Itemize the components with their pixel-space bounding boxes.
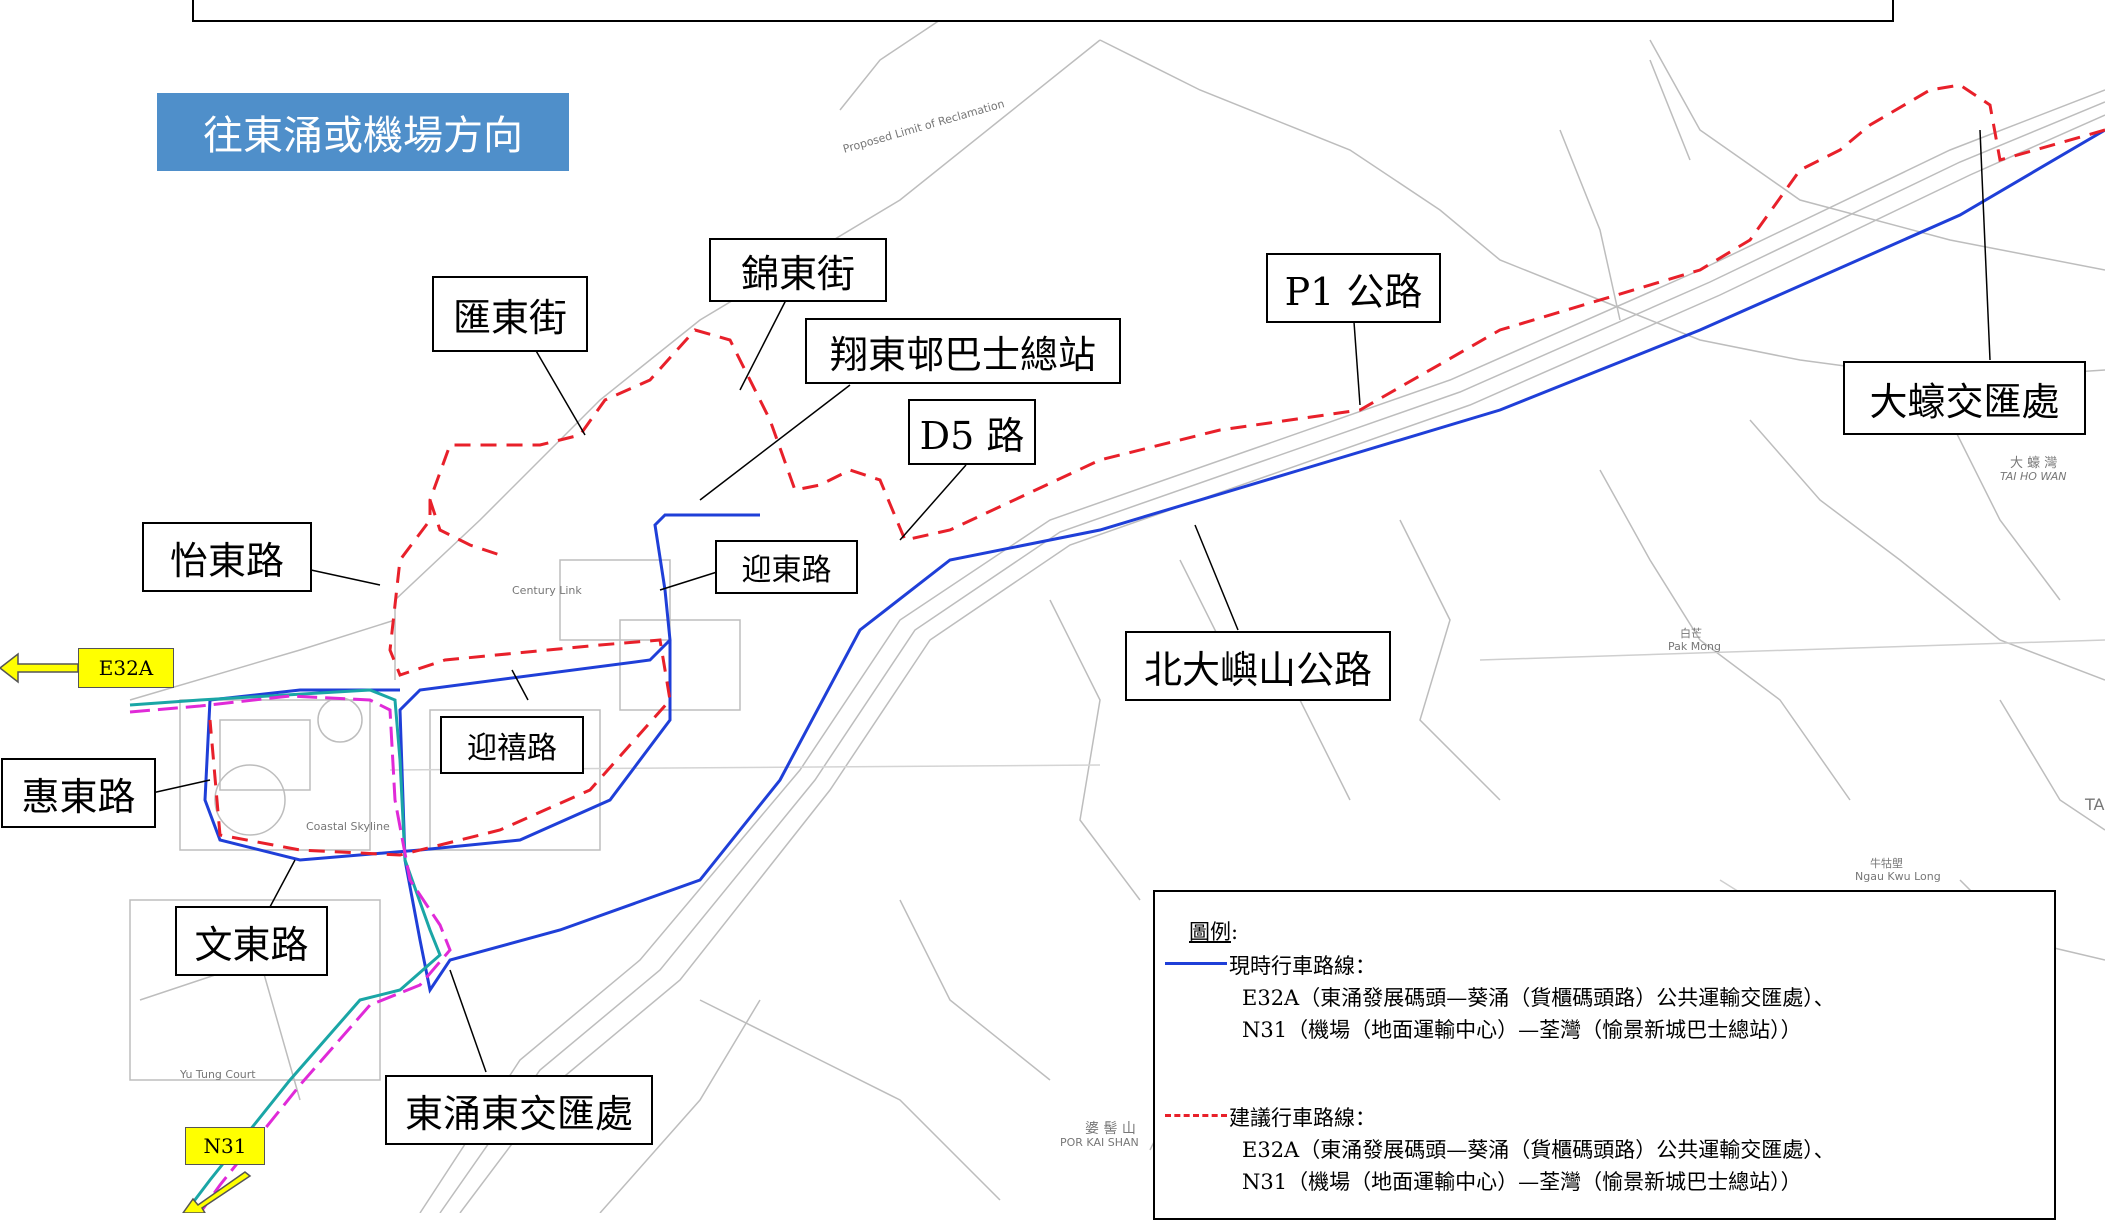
- map-label-ngau-kwu-long-cn: 牛牯塱: [1870, 857, 1903, 870]
- callout-kam-tung-street: 錦東街: [709, 238, 887, 302]
- map-label-century-link: Century Link: [512, 584, 582, 597]
- route-tag-e32a: E32A: [78, 648, 174, 688]
- e32a-arrow-icon: [0, 652, 79, 684]
- map-label-tai-ho-wan-en: TAI HO WAN: [2000, 470, 2067, 483]
- legend-existing-line2: N31（機場（地面運輸中心）—荃灣（愉景新城巴士總站））: [1242, 1018, 1802, 1042]
- callout-yi-tung-road: 怡東路: [142, 522, 312, 592]
- legend-label-proposed: 建議行車路線：: [1229, 1106, 1376, 1130]
- n31-arrow-icon: [182, 1171, 252, 1213]
- direction-banner: 往東涌或機場方向: [157, 93, 569, 171]
- legend: 圖例: 現時行車路線： E32A（東涌發展碼頭—葵涌（貨櫃碼頭路）公共運輸交匯處…: [1153, 890, 2056, 1220]
- callout-north-lantau-highway: 北大嶼山公路: [1125, 631, 1391, 701]
- leader-lines: [151, 129, 1991, 1073]
- teal-route-line: [129, 688, 442, 1213]
- map-label-por-kai-shan-en: POR KAI SHAN: [1060, 1136, 1139, 1149]
- callout-tung-chung-east-interchange: 東涌東交匯處: [385, 1075, 653, 1145]
- magenta-route-line: [129, 694, 452, 1213]
- proposed-route-line: [208, 83, 2105, 857]
- legend-swatch-proposed: [1165, 1114, 1227, 1117]
- map-label-pak-mong-cn: 白芒: [1680, 627, 1702, 640]
- callout-ying-hei-road: 迎禧路: [440, 716, 584, 774]
- map-label-yu-tung-court: Yu Tung Court: [180, 1068, 256, 1081]
- legend-existing-line1: E32A（東涌發展碼頭—葵涌（貨櫃碼頭路）公共運輸交匯處）、: [1242, 986, 1835, 1010]
- route-tag-n31: N31: [185, 1127, 265, 1165]
- map-label-por-kai-shan-cn: 婆 髻 山: [1085, 1121, 1136, 1137]
- legend-label-existing: 現時行車路線：: [1229, 954, 1376, 978]
- callout-wai-tung-street: 匯東街: [432, 276, 588, 352]
- map-label-pak-mong-en: Pak Mong: [1668, 640, 1721, 653]
- callout-man-tung-road: 文東路: [175, 906, 328, 976]
- callout-tai-ho-interchange: 大蠔交匯處: [1843, 361, 2086, 435]
- callout-p1-road: P1 公路: [1266, 253, 1441, 323]
- callout-cheung-tung-terminus: 翔東邨巴士總站: [805, 318, 1121, 384]
- legend-title: 圖例: [1189, 920, 1231, 944]
- map-label-tai-ho-wan-cn: 大 蠔 灣: [2010, 456, 2058, 471]
- callout-ying-tung-road: 迎東路: [715, 540, 858, 594]
- header-box: [192, 0, 1894, 22]
- callout-d5-road: D5 路: [908, 399, 1036, 465]
- legend-swatch-existing: [1165, 962, 1227, 965]
- legend-proposed-line1: E32A（東涌發展碼頭—葵涌（貨櫃碼頭路）公共運輸交匯處）、: [1242, 1138, 1835, 1162]
- legend-title-colon: :: [1231, 920, 1239, 944]
- map-label-ngau-kwu-long-en: Ngau Kwu Long: [1855, 870, 1941, 883]
- map-label-coastal-skyline: Coastal Skyline: [306, 820, 390, 833]
- existing-route-line: [203, 128, 2105, 994]
- map-background: [129, 19, 2105, 1213]
- map-label-ta-edge: TA: [2085, 795, 2105, 814]
- callout-wai-tung-road: 惠東路: [1, 758, 156, 828]
- legend-proposed-line2: N31（機場（地面運輸中心）—荃灣（愉景新城巴士總站））: [1242, 1170, 1802, 1194]
